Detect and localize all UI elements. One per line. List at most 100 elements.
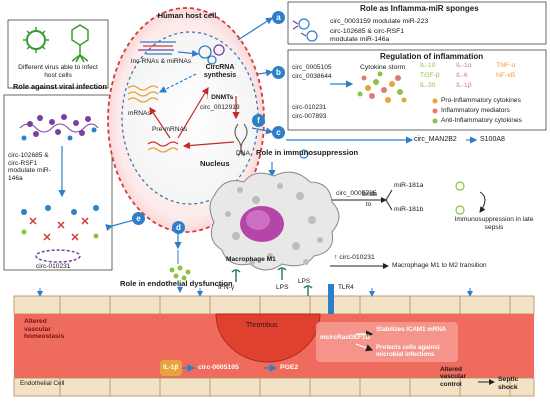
vessel-top-wall xyxy=(13,295,535,315)
sepsis-arrow xyxy=(479,191,486,213)
lncrna-label: lnc-RNAs & miRNAs xyxy=(131,58,192,65)
badge-a: a xyxy=(272,11,285,24)
macrophage-m1 xyxy=(209,171,340,271)
legend-mediator: Inflammatory mediators xyxy=(441,107,510,114)
ifn-label: IFN-γ xyxy=(218,284,235,291)
cytokine-storm-dots xyxy=(357,71,407,103)
circ-top-1: circ_0005105 xyxy=(292,64,332,71)
circ-bottom-2: circ-007893 xyxy=(292,113,327,120)
sponges-box xyxy=(287,1,547,45)
cyto-il1b: IL-1β xyxy=(456,82,472,89)
cyto-nfkb: NF-κB xyxy=(496,72,516,79)
badge-c: c xyxy=(272,126,285,139)
cyto-il6: IL-6 xyxy=(456,72,468,79)
cyto-tnfa: TNF-α xyxy=(496,62,516,69)
lps-label: LPS xyxy=(276,284,289,291)
cell-arrows xyxy=(149,49,240,150)
inflammation-title: Regulation of inflammation xyxy=(380,52,484,61)
sponges-title: Role as Inflamma-miR sponges xyxy=(360,4,479,13)
mir-loops xyxy=(455,181,465,215)
virus-caption: Different virus able to infect host cell… xyxy=(18,64,98,79)
cyto-il10: IL-10 xyxy=(420,62,436,69)
dna-icon xyxy=(234,123,248,157)
il1b-label: IL-1β xyxy=(163,364,179,371)
mir-split xyxy=(385,189,393,211)
dnmts-label: ↑ DNMTs xyxy=(206,94,234,101)
sponge-ring-2 xyxy=(300,30,318,42)
virus-box xyxy=(7,19,109,89)
antiviral-text-2: circ-010231 xyxy=(36,263,71,270)
cyto-tgfb: TGF-β xyxy=(420,72,440,79)
legend-dots xyxy=(432,98,438,124)
circrna-synthesis-label: CircRNA synthesis xyxy=(203,64,237,80)
circ-0012919-label: circ_0012919 xyxy=(200,104,240,111)
endo-small-arrows xyxy=(37,288,473,297)
vessel-bottom-wall xyxy=(13,377,535,397)
altered-control-label: Altered vascular control xyxy=(440,366,466,388)
badge-d: d xyxy=(172,221,185,234)
antiviral-title: Role against viral infection xyxy=(12,82,108,91)
thrombus-label: Thrombus xyxy=(246,322,278,329)
cyto-il30: IL-30 xyxy=(420,82,436,89)
pre-mrnas-label: Pre-mRNAs xyxy=(152,126,188,133)
rna-cluster-middle xyxy=(21,205,99,241)
to-label: to xyxy=(366,202,372,208)
binds-label: Binds xyxy=(362,192,378,198)
circ-010231-label: ↑ circ-010231 xyxy=(334,254,375,261)
mcirc-label: mcircRasGEF1B xyxy=(320,334,371,341)
lps-receptor xyxy=(277,267,287,280)
septic-shock-label: Septic shock xyxy=(498,376,519,391)
circ-0005105-endo-label: circ-0005105 xyxy=(198,364,239,371)
virus-icon-round xyxy=(23,27,49,53)
late-sepsis-label: Immunosuppression in late sepsis xyxy=(454,216,534,231)
endo-title: Role in endothelial dysfunction xyxy=(120,279,233,288)
badge-b: b xyxy=(272,66,285,79)
lnc-mirna-strands xyxy=(138,41,176,55)
circ-man2b2-label: circ_MAN2B2 xyxy=(414,136,457,143)
mrnas-label: mRNAs xyxy=(128,110,151,117)
mrna-strands xyxy=(127,85,159,103)
tlr4-label: TLR4 xyxy=(338,284,354,291)
antiviral-text-1: circ-102685 & circ-RSF1 modulate miR-146… xyxy=(8,152,51,182)
cell-title: Human host cell xyxy=(157,11,217,20)
stabilizes-label: Stabilizes ICAM1 mRNA xyxy=(376,326,447,333)
mcirc-arrows xyxy=(355,330,374,352)
circ-ring-small xyxy=(299,149,309,159)
dna-label: DNA xyxy=(236,150,250,157)
cyto-il1a: IL-1α xyxy=(456,62,472,69)
altered-homeostasis-label: Altered vascular homeostasis xyxy=(24,318,65,341)
legend-pro: Pro-Inflammatory cytokines xyxy=(441,97,521,104)
rna-cluster-top xyxy=(19,114,99,141)
circ-top-2: circ_0038644 xyxy=(292,73,332,80)
macrophage-label: Macrophage M1 xyxy=(226,256,276,263)
legend-anti: Anti-Inflammatory cytokines xyxy=(441,117,522,124)
antiviral-box xyxy=(3,94,113,271)
circ-bottom-1: circ-010231 xyxy=(292,104,327,111)
sponges-item-1: circ_0003159 modulate miR-223 xyxy=(330,18,429,25)
protects-label: Protects cells against microbial infecti… xyxy=(376,344,440,359)
cytokine-storm-label: Cytokine storm xyxy=(360,64,406,71)
s100a8-label: S100A8 xyxy=(480,136,505,143)
ifn-receptor xyxy=(231,269,241,282)
circ-0005785-label: circ_0005785 xyxy=(336,190,377,197)
pge2-label: PGE2 xyxy=(280,364,299,371)
endothelial-cell-label: Endothelial Cell xyxy=(20,380,65,387)
endo-rna-dots xyxy=(169,265,191,281)
nucleus-label: Nucleus xyxy=(200,159,230,168)
inflammation-box xyxy=(287,49,547,131)
m1m2-label: Macrophage M1 to M2 transition xyxy=(392,262,487,269)
virus-icon-phage xyxy=(71,24,89,63)
mir181b-label: miR-181b xyxy=(394,206,424,213)
mcirc-panel xyxy=(316,322,458,362)
sponges-item-2: circ-102685 & circ-RSF1 modulate miR-146… xyxy=(330,28,405,43)
lps-tlr4-receptor xyxy=(303,284,334,314)
pre-mrna-strands xyxy=(147,141,179,153)
mir181a-label: miR-181a xyxy=(394,182,424,189)
circ-010231-ring xyxy=(35,249,81,263)
immuno-title: Role in immunosuppression xyxy=(256,148,359,157)
sponge-ring-1 xyxy=(292,18,310,30)
il1b-chip xyxy=(160,360,182,376)
endo-lps-label: LPS xyxy=(298,278,311,285)
